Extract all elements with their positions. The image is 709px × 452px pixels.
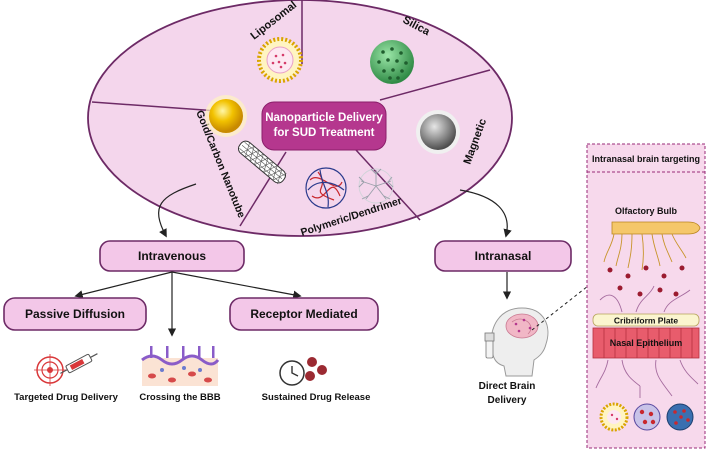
- panel-liposome-icon: [599, 402, 629, 432]
- receptor-mediated-box: [229, 297, 379, 331]
- neuron-branches-lower: [595, 359, 699, 398]
- clock-pills-icon: [279, 357, 327, 386]
- sustained-release-label: Sustained Drug Release: [262, 392, 371, 403]
- intravenous-label: Intravenous: [138, 249, 206, 263]
- olfactory-bulb-label: Olfactory Bulb: [615, 206, 678, 216]
- polymeric-nanoparticle-icon: [305, 167, 347, 209]
- neuron-branches-upper: [599, 285, 691, 313]
- panel-dendrimer-icon: [666, 403, 694, 431]
- cribriform-label: Cribriform Plate: [614, 316, 679, 326]
- panel-title: Intranasal brain targeting: [592, 154, 700, 164]
- dendrimer-icon: [358, 168, 394, 204]
- gold-nanoparticle-icon: [205, 95, 247, 137]
- arrow-to-passive: [74, 271, 173, 299]
- direct-brain-label-1: Direct Brain: [479, 381, 536, 392]
- nasal-spray-head-icon: [484, 307, 549, 377]
- arrow-to-receptor: [171, 271, 302, 299]
- intravenous-box: [99, 240, 245, 272]
- nanoparticle-dots: [607, 265, 685, 297]
- blood-brain-barrier-icon: [141, 346, 220, 386]
- segment-dividers: [91, 0, 491, 227]
- center-title-box: [261, 101, 387, 151]
- receptor-mediated-label: Receptor Mediated: [250, 307, 357, 321]
- silica-nanoparticle-icon: [370, 40, 414, 84]
- center-title-line2: for SUD Treatment: [274, 127, 375, 139]
- direct-brain-label-2: Delivery: [488, 395, 527, 406]
- arrow-to-intravenous: [158, 183, 197, 238]
- passive-diffusion-box: [3, 297, 147, 331]
- arrow-to-intranasal: [459, 189, 512, 238]
- cribriform-plate: [592, 313, 700, 327]
- magnetic-nanoparticle-icon: [416, 110, 460, 154]
- center-title-line1: Nanoparticle Delivery: [265, 112, 383, 124]
- liposome-icon: [257, 37, 303, 83]
- target-syringe-icon: [34, 353, 98, 386]
- targeted-delivery-label: Targeted Drug Delivery: [14, 392, 119, 403]
- bbb-label: Crossing the BBB: [139, 392, 220, 403]
- olfactory-bulb-icon: [603, 221, 701, 271]
- nasal-epithelium: [592, 327, 700, 359]
- intranasal-box: [434, 240, 572, 272]
- intranasal-label: Intranasal: [475, 249, 532, 263]
- panel-polymeric-icon: [633, 403, 661, 431]
- passive-diffusion-label: Passive Diffusion: [25, 307, 125, 321]
- carbon-nanotube-icon: [238, 140, 287, 185]
- nasal-epithelium-label: Nasal Epithelium: [610, 338, 683, 348]
